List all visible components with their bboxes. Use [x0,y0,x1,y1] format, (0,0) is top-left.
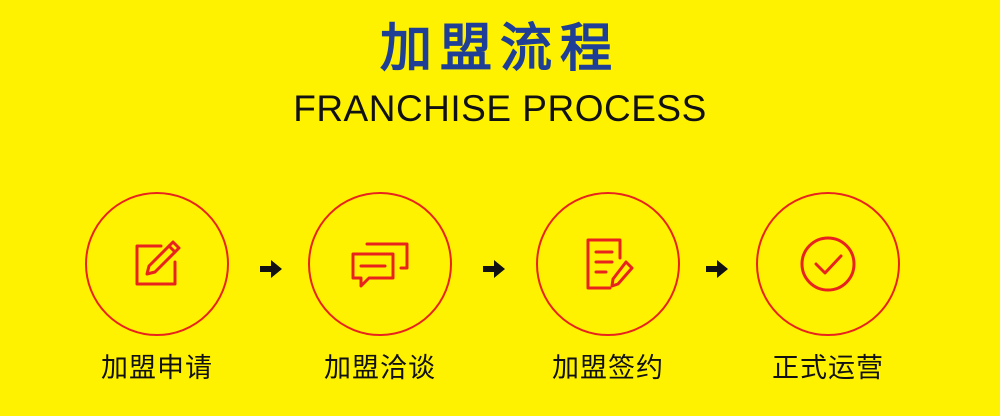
check-circle-icon [800,236,856,292]
arrow-right-icon [260,260,282,278]
step-circle [85,192,229,336]
step-operation: 正式运营 [728,192,928,385]
chat-bubbles-icon [351,242,409,288]
page-title: 加盟流程 [379,18,620,79]
step-label: 加盟签约 [552,353,664,384]
arrow-right-icon [483,260,505,278]
step-circle [308,192,452,336]
arrow-right-icon [706,260,728,278]
step-circle [536,192,680,336]
step-label: 加盟申请 [101,353,213,384]
step-apply: 加盟申请 [57,192,257,385]
document-sign-icon [586,238,634,290]
edit-icon [135,240,181,286]
page-subtitle: FRANCHISE PROCESS [293,88,707,129]
step-circle [756,192,900,336]
step-negotiation: 加盟洽谈 [280,192,480,385]
step-sign: 加盟签约 [508,192,708,385]
step-label: 正式运营 [772,353,884,384]
step-label: 加盟洽谈 [324,353,436,384]
